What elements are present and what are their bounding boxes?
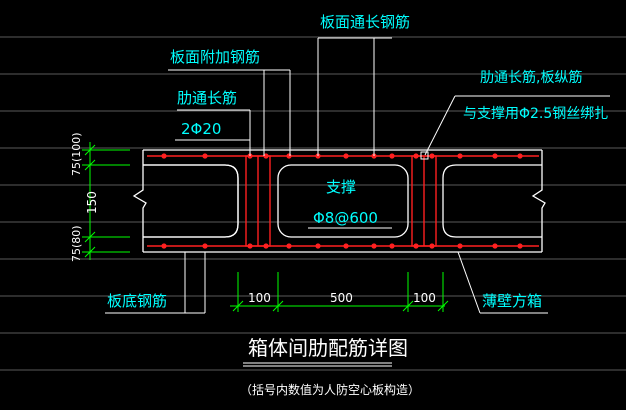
dimension-lines	[82, 142, 449, 312]
slab-outline	[132, 149, 546, 253]
rebar	[147, 155, 539, 247]
label-top-rebar: 板面通长钢筋	[320, 13, 410, 31]
thin-wall-box-left	[143, 164, 239, 238]
grid-lines	[0, 36, 626, 371]
label-rib-longitudinal: 肋通长筋,板纵筋	[480, 69, 582, 86]
label-thin-box: 薄壁方箱	[482, 292, 542, 310]
dim-box-width: 500	[330, 291, 353, 305]
label-bottom-rebar: 板底钢筋	[107, 292, 167, 310]
drawing-note: （括号内数值为人防空心板构造）	[240, 382, 420, 397]
dim-middle: 150	[85, 191, 99, 214]
dim-top: 75(100)	[70, 132, 83, 176]
thin-wall-box-center	[277, 164, 409, 238]
label-rib-rebar-spec: 2Φ20	[181, 120, 221, 138]
drawing-title: 箱体间肋配筋详图	[248, 336, 408, 360]
thin-wall-box-right	[442, 164, 542, 238]
rebar-dots	[161, 153, 523, 249]
label-support-spec: Φ8@600	[313, 209, 378, 227]
dim-rib-right: 100	[413, 291, 436, 305]
title-underline	[243, 362, 392, 367]
leader-lines	[105, 37, 610, 314]
label-tie-wire: 与支撑用Φ2.5钢丝绑扎	[463, 106, 608, 122]
label-top-additional-rebar: 板面附加钢筋	[170, 48, 260, 66]
dim-rib-left: 100	[248, 291, 271, 305]
tie-wire-marker	[420, 151, 429, 160]
label-rib-rebar: 肋通长筋	[177, 89, 237, 107]
label-support: 支撑	[326, 178, 356, 196]
dim-bottom: 75(80)	[70, 225, 83, 262]
